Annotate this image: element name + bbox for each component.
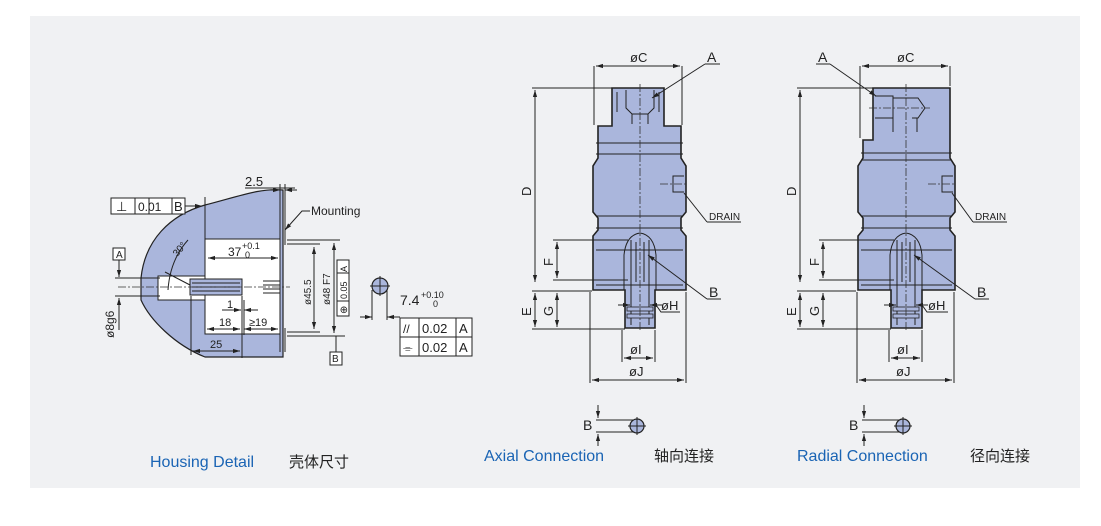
dim-37-tol-upper: +0.1 xyxy=(242,241,260,251)
axial-label-i: øI xyxy=(630,342,642,357)
housing-caption-cn: 壳体尺寸 xyxy=(289,453,349,471)
radial-label-c: øC xyxy=(897,50,914,65)
dim-1: 1 xyxy=(227,299,233,311)
parallelism-datum: A xyxy=(459,321,468,336)
axial-label-e: E xyxy=(519,307,534,316)
radial-label-i: øI xyxy=(897,342,909,357)
dim-37-tol-lower: 0 xyxy=(245,250,250,260)
axial-connection: øC A D DRAIN F B E G øH xyxy=(484,49,741,465)
radial-label-d: D xyxy=(784,187,799,196)
radial-label-drain: DRAIN xyxy=(975,212,1006,223)
dim-25: 25 xyxy=(210,339,222,351)
symmetry-symbol: ⌯ xyxy=(403,341,413,355)
dim-7-4: 7.4 xyxy=(400,292,420,308)
dim-phi8g6: ø8g6 xyxy=(103,310,117,338)
housing-detail: ⊥ 0.01 B 2.5 Mounting 37 +0.1 0 30° A ø8… xyxy=(103,174,473,471)
position-tol-value: 0.05 xyxy=(339,281,349,299)
radial-connection: øC A D DRAIN F B E G øH xyxy=(784,49,1030,465)
radial-label-g: G xyxy=(807,306,822,316)
position-tol-symbol: ⊕ xyxy=(339,306,350,314)
mounting-label: Mounting xyxy=(311,204,360,218)
radial-label-h: øH xyxy=(928,298,945,313)
radial-label-b: B xyxy=(977,284,986,300)
housing-caption-en: Housing Detail xyxy=(150,454,254,471)
parallelism-value: 0.02 xyxy=(422,321,447,336)
radial-motor-body xyxy=(857,87,956,329)
axial-label-a: A xyxy=(707,49,717,65)
axial-label-c: øC xyxy=(630,50,647,65)
dim-phi45-5: ø45.5 xyxy=(303,279,314,305)
axial-motor-body xyxy=(592,87,687,329)
position-tol-datum: A xyxy=(339,266,349,272)
dim-7-4-tol-lower: 0 xyxy=(433,299,438,309)
dim-7-4-tol-upper: +0.10 xyxy=(421,290,444,300)
dim-19: ≥19 xyxy=(249,317,267,329)
parallelism-symbol: // xyxy=(403,322,410,336)
dim-2-5: 2.5 xyxy=(245,174,263,189)
axial-label-f: F xyxy=(541,258,556,266)
radial-label-e: E xyxy=(784,307,799,316)
radial-caption-en: Radial Connection xyxy=(797,448,928,465)
radial-label-j: øJ xyxy=(896,364,910,379)
radial-label-f: F xyxy=(807,258,822,266)
datum-a: A xyxy=(116,250,123,261)
axial-label-b-detail: B xyxy=(583,417,592,433)
axial-label-h: øH xyxy=(661,298,678,313)
radial-caption-cn: 径向连接 xyxy=(970,447,1030,465)
symmetry-value: 0.02 xyxy=(422,340,447,355)
axial-label-j: øJ xyxy=(629,364,643,379)
radial-label-a: A xyxy=(818,49,828,65)
axial-label-drain: DRAIN xyxy=(709,212,740,223)
symmetry-datum: A xyxy=(459,340,468,355)
axial-label-g: G xyxy=(541,306,556,316)
datum-b: B xyxy=(332,354,339,365)
perp-symbol: ⊥ xyxy=(116,199,127,214)
axial-label-d: D xyxy=(519,187,534,196)
perp-datum: B xyxy=(174,199,183,214)
radial-label-b-detail: B xyxy=(849,417,858,433)
dim-phi48-f7: ø48 F7 xyxy=(322,273,333,305)
dim-37: 37 xyxy=(228,245,242,259)
axial-caption-cn: 轴向连接 xyxy=(654,447,714,465)
perp-value: 0.01 xyxy=(138,200,162,214)
dim-18: 18 xyxy=(219,317,231,329)
axial-caption-en: Axial Connection xyxy=(484,448,604,465)
axial-label-b: B xyxy=(709,284,718,300)
